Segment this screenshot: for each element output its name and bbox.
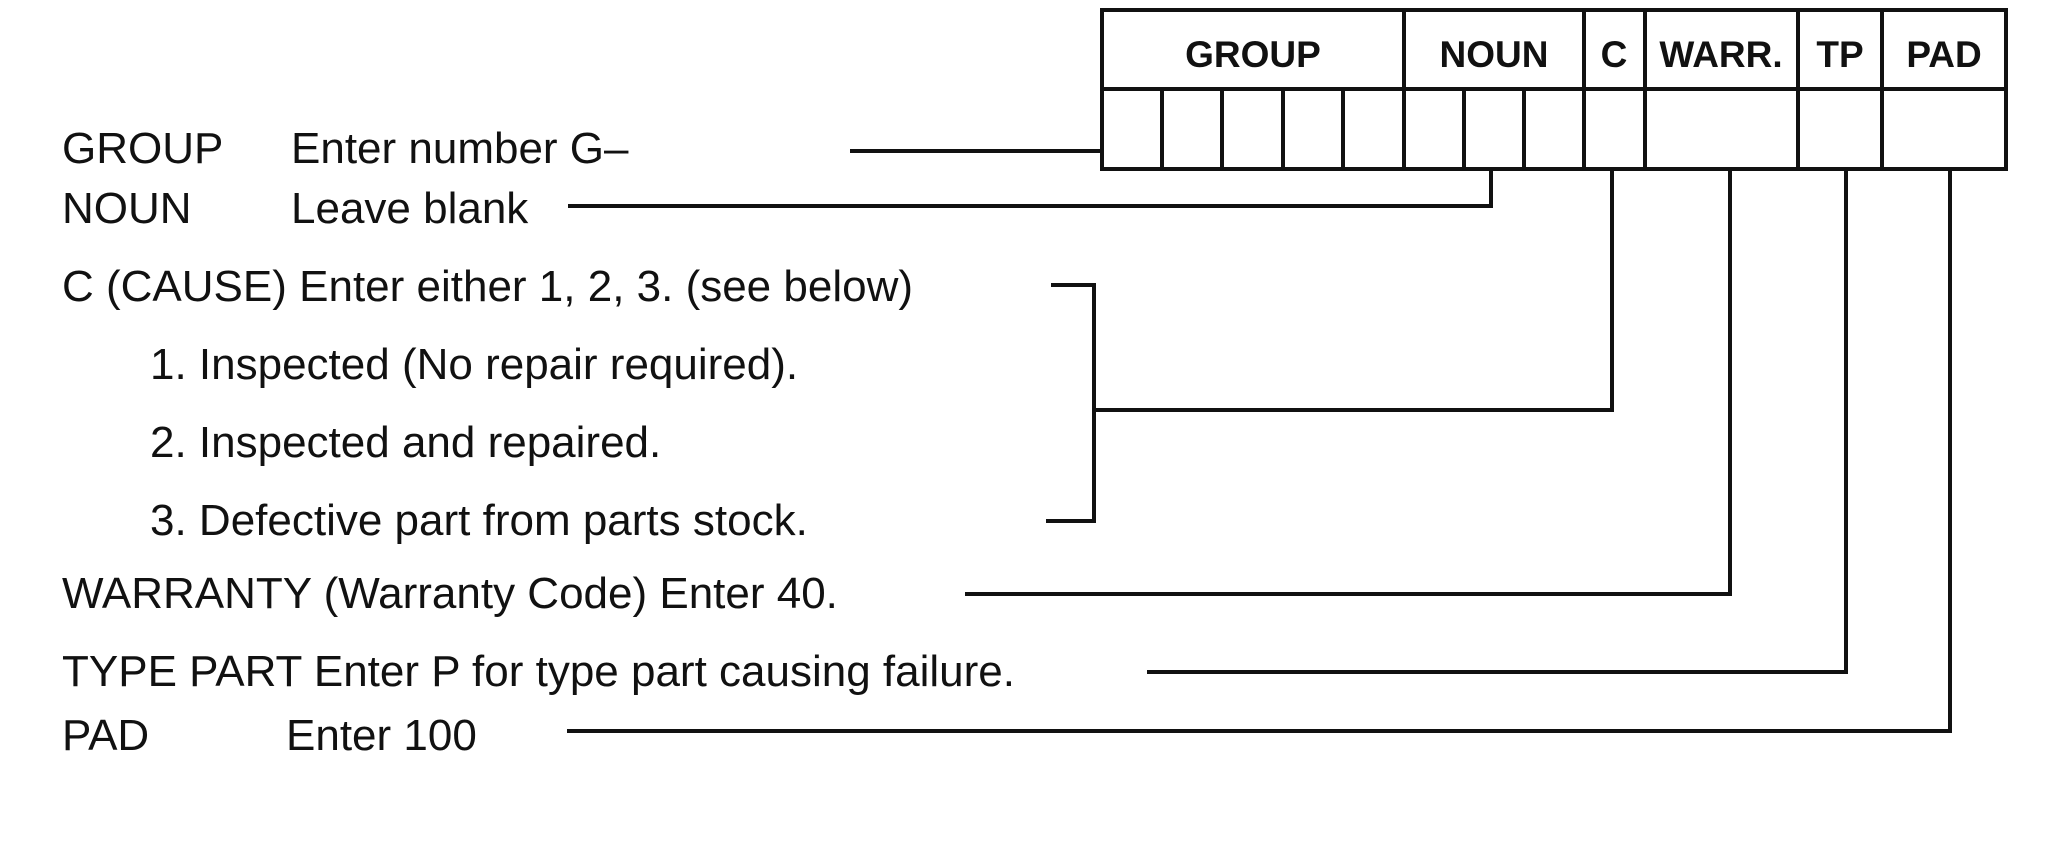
- header-pad: PAD: [1906, 34, 1981, 75]
- noun-field-label: NOUN: [62, 184, 192, 233]
- cause-instruction: C (CAUSE) Enter either 1, 2, 3. (see bel…: [62, 262, 913, 311]
- noun-leader-line: [568, 169, 1493, 208]
- header-c: C: [1601, 34, 1628, 75]
- warranty-instruction: WARRANTY (Warranty Code) Enter 40.: [62, 569, 838, 618]
- noun-instruction: Leave blank: [291, 184, 529, 233]
- header-warr: WARR.: [1659, 34, 1782, 75]
- warranty-leader-line: [965, 169, 1732, 596]
- cause-option-1: 1. Inspected (No repair required).: [150, 340, 799, 389]
- header-group: GROUP: [1185, 34, 1321, 75]
- type-part-leader-line: [1147, 169, 1848, 674]
- cause-option-2: 2. Inspected and repaired.: [150, 418, 662, 467]
- pad-leader-line: [567, 169, 1952, 733]
- type-part-instruction: TYPE PART Enter P for type part causing …: [62, 647, 1015, 696]
- pad-instruction: Enter 100: [286, 711, 477, 760]
- group-instruction: Enter number G–: [291, 124, 629, 173]
- header-noun: NOUN: [1440, 34, 1549, 75]
- cause-bracket: [1046, 283, 1096, 523]
- group-field-label: GROUP: [62, 124, 224, 173]
- pad-field-label: PAD: [62, 711, 150, 760]
- header-tp: TP: [1816, 34, 1863, 75]
- cause-leader-line: [1094, 169, 1614, 412]
- cause-option-3: 3. Defective part from parts stock.: [150, 496, 808, 545]
